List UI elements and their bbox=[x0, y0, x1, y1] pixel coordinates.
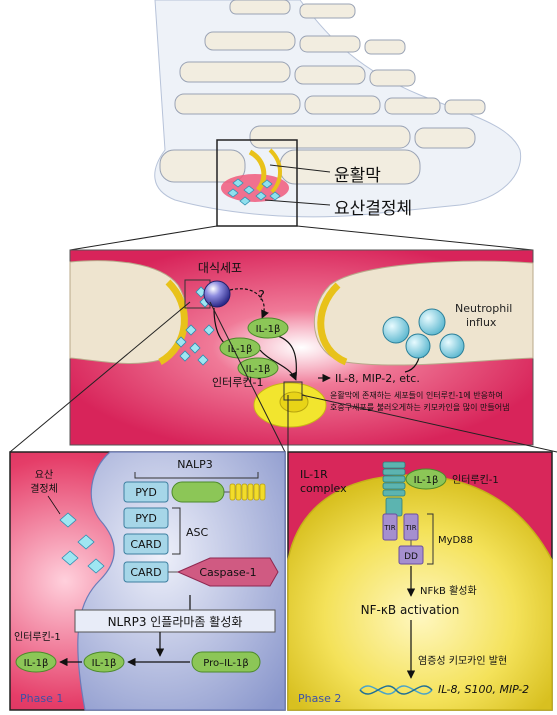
svg-text:Caspase-1: Caspase-1 bbox=[199, 566, 256, 579]
phase2-label: Phase 2 bbox=[298, 692, 341, 705]
svg-text:IL-1β: IL-1β bbox=[228, 344, 253, 355]
asc-pyd-domain bbox=[123, 507, 169, 529]
nfkb-activation-label: NF-κB activation bbox=[361, 603, 460, 617]
svg-text:IL-1β: IL-1β bbox=[24, 658, 49, 669]
caspase1-domain bbox=[176, 557, 279, 587]
il1r-receptor bbox=[382, 461, 406, 517]
synovium-label: 윤활막 bbox=[334, 166, 381, 186]
chemokine-list: IL-8, MIP-2, etc. bbox=[335, 372, 420, 385]
macrophage-cell bbox=[203, 280, 231, 308]
svg-text:DD: DD bbox=[404, 552, 418, 562]
synovial-zoom-box bbox=[283, 381, 303, 401]
phase1-crystal-label-line1: 요산 bbox=[35, 469, 53, 481]
il1b-pill-2: IL-1β bbox=[219, 337, 261, 359]
nalp3-label: NALP3 bbox=[177, 458, 213, 471]
nacht-domain bbox=[171, 481, 225, 503]
interleukin-label-joint: 인터루킨-1 bbox=[212, 376, 263, 389]
nalp3-pyd-domain bbox=[123, 481, 169, 503]
phase1-interleukin-label: 인터루킨-1 bbox=[14, 631, 61, 643]
svg-text:PYD: PYD bbox=[135, 512, 157, 525]
svg-text:IL-1β: IL-1β bbox=[256, 324, 281, 335]
nalp3-complex: NALP3 PYD PYD CARD ASC CARD Caspase-1 bbox=[123, 458, 279, 587]
svg-text:CARD: CARD bbox=[130, 566, 161, 579]
svg-text:PYD: PYD bbox=[135, 486, 157, 499]
il1b-pill-1: IL-1β bbox=[247, 317, 289, 339]
nfkb-korean-label: NFkB 활성화 bbox=[420, 584, 477, 597]
lrr-domain bbox=[229, 483, 266, 501]
phase1-crystal-label-line2: 결정체 bbox=[30, 483, 58, 495]
neutrophils bbox=[382, 308, 465, 359]
svg-text:CARD: CARD bbox=[130, 538, 161, 551]
myd88-label: MyD88 bbox=[438, 535, 473, 546]
question-mark: ? bbox=[258, 289, 265, 304]
phase1-panel: 요산 결정체 NALP3 PYD PYD CARD ASC CARD bbox=[9, 451, 286, 711]
svg-text:IL-1β: IL-1β bbox=[246, 364, 271, 375]
svg-text:TIR: TIR bbox=[404, 524, 416, 532]
asc-card-domain bbox=[123, 533, 169, 555]
il1r-label-line2: complex bbox=[300, 482, 347, 495]
svg-text:IL-1β: IL-1β bbox=[92, 658, 117, 669]
joint-panel: 대식세포 ? IL-1β IL-1β IL-1β 인터루킨-1 IL-8, MI… bbox=[69, 249, 534, 446]
il1r-label-line1: IL-1R bbox=[300, 468, 328, 481]
myd88-complex: TIR TIR DD MyD88 bbox=[382, 513, 473, 565]
macrophage-label: 대식세포 bbox=[198, 261, 242, 275]
il1b-pill-3: IL-1β bbox=[237, 357, 279, 379]
neutrophil-label-line1: Neutrophil bbox=[455, 302, 512, 315]
tir-domain-1 bbox=[382, 513, 398, 541]
dna-helix bbox=[359, 685, 433, 695]
phase1-il1b-mature: IL-1β bbox=[15, 651, 57, 673]
urate-crystal-label: 요산결정체 bbox=[334, 199, 412, 219]
synovium-note-line1: 윤활막에 존재하는 세포들이 인터루킨-1에 반응하여 bbox=[330, 390, 503, 400]
svg-text:IL-1β: IL-1β bbox=[414, 475, 439, 486]
neutrophil-label-line2: influx bbox=[466, 316, 497, 329]
svg-text:Pro–IL-1β: Pro–IL-1β bbox=[203, 658, 249, 669]
crystals bbox=[175, 286, 215, 366]
phase2-panel: IL-1R complex IL-1β 인터루킨-1 TIR TIR DD My… bbox=[287, 451, 553, 711]
dd-domain bbox=[398, 545, 424, 565]
phase1-crystals bbox=[59, 512, 105, 574]
zoom-box bbox=[216, 139, 298, 227]
phase1-label: Phase 1 bbox=[20, 692, 63, 705]
svg-text:TIR: TIR bbox=[383, 524, 395, 532]
synovium-note-line2: 호중구세포를 불러오게하는 키모카인을 많이 만들어냄 bbox=[330, 402, 509, 412]
gene-list: IL-8, S100, MIP-2 bbox=[438, 683, 529, 696]
asc-label: ASC bbox=[186, 526, 209, 539]
inflammasome-label: NLRP3 인플라마좀 활성화 bbox=[108, 615, 243, 629]
chemokine-expression-label: 염증성 키모카인 발현 bbox=[418, 655, 507, 667]
inflammasome-box bbox=[74, 609, 276, 633]
phase1-il1b: IL-1β bbox=[83, 651, 125, 673]
phase2-interleukin-label: 인터루킨-1 bbox=[452, 474, 499, 486]
foot-skeleton bbox=[154, 0, 522, 227]
phase2-il1b: IL-1β bbox=[405, 468, 447, 490]
pro-il1b: Pro–IL-1β bbox=[191, 651, 261, 673]
